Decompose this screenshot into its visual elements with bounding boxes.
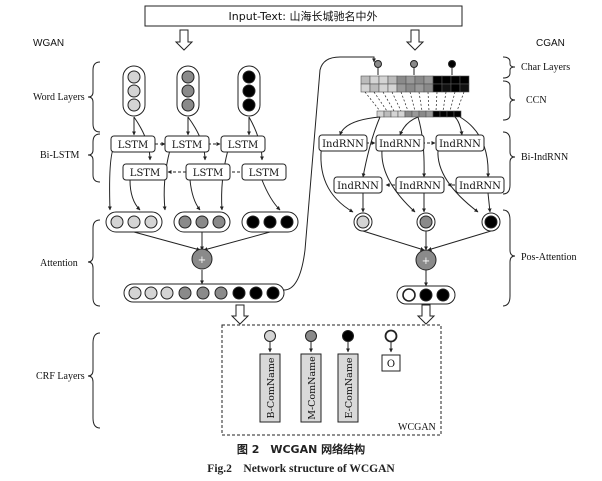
input-arrow-right bbox=[405, 29, 425, 51]
indrnn-backward-3: IndRNN bbox=[455, 176, 505, 194]
lstm-label: LSTM bbox=[172, 140, 202, 151]
lstm-label: LSTM bbox=[228, 140, 258, 151]
crf-box-label: WCGAN bbox=[398, 422, 436, 433]
word-layer-dark bbox=[237, 65, 261, 117]
lstm-forward-3: LSTM bbox=[220, 135, 266, 153]
lstm-label: LSTM bbox=[118, 140, 148, 151]
indrnn-backward-1: IndRNN bbox=[333, 176, 383, 194]
indrnn-label: IndRNN bbox=[322, 139, 364, 150]
input-arrow-left bbox=[174, 29, 194, 51]
pos-attention-label: Pos-Attention bbox=[521, 252, 577, 263]
lstm-backward-2: LSTM bbox=[185, 163, 231, 181]
word-layer-light bbox=[122, 65, 146, 117]
word-layer-mid bbox=[176, 65, 200, 117]
lstm-forward-1: LSTM bbox=[110, 135, 156, 153]
lstm-backward-3: LSTM bbox=[241, 163, 287, 181]
crf-layers-label: CRF Layers bbox=[36, 371, 85, 382]
right-braces bbox=[502, 56, 516, 307]
indrnn-backward-2: IndRNN bbox=[395, 176, 445, 194]
indrnn-forward-1: IndRNN bbox=[318, 134, 368, 152]
ccn-grid bbox=[360, 75, 470, 93]
pos-attention-connections bbox=[362, 230, 492, 287]
crf-arrow-left bbox=[230, 304, 250, 325]
input-text-box bbox=[144, 5, 463, 27]
attention-output bbox=[123, 283, 285, 303]
crf-tag-o: O bbox=[381, 329, 401, 372]
input-text: Input-Text: 山海长城驰名中外 bbox=[229, 9, 378, 23]
attention-sum-node: + bbox=[191, 248, 213, 270]
attention-input-light bbox=[105, 211, 163, 233]
wgan-to-cgan-connector bbox=[283, 56, 376, 291]
attention-input-dark bbox=[241, 211, 299, 233]
lstm-label: LSTM bbox=[130, 168, 160, 179]
pos-attention-output bbox=[396, 285, 456, 305]
figure-caption-en: Fig.2 Network structure of WCGAN bbox=[207, 463, 395, 475]
indrnn-label: IndRNN bbox=[439, 139, 481, 150]
pos-attention-op: + bbox=[422, 256, 430, 267]
crf-tag-e-label: E-ComName bbox=[344, 357, 355, 418]
attention-input-mid bbox=[173, 211, 231, 233]
pos-attention-inputs bbox=[353, 212, 501, 232]
indrnn-label: IndRNN bbox=[379, 139, 421, 150]
lstm-label: LSTM bbox=[193, 168, 223, 179]
lstm-backward-1: LSTM bbox=[122, 163, 168, 181]
word-layers-label: Word Layers bbox=[33, 92, 85, 103]
indrnn-label: IndRNN bbox=[399, 181, 441, 192]
crf-tag-m-label: M-ComName bbox=[307, 356, 318, 420]
lstm-label: LSTM bbox=[249, 168, 279, 179]
crf-tag-b-label: B-ComName bbox=[266, 357, 277, 418]
bi-indrnn-label: Bi-IndRNN bbox=[521, 152, 568, 163]
left-braces bbox=[87, 61, 101, 429]
indrnn-label: IndRNN bbox=[337, 181, 379, 192]
bilstm-label: Bi-LSTM bbox=[40, 150, 80, 161]
cgan-title: CGAN bbox=[536, 38, 565, 49]
lstm-forward-2: LSTM bbox=[164, 135, 210, 153]
indrnn-forward-2: IndRNN bbox=[375, 134, 425, 152]
indrnn-label: IndRNN bbox=[459, 181, 501, 192]
ccn-feature-row bbox=[376, 110, 462, 118]
ccn-convolution-lines bbox=[364, 91, 465, 112]
figure-caption-cn: 图 2 WCGAN 网络结构 bbox=[236, 443, 366, 456]
crf-arrow-right bbox=[416, 304, 436, 325]
crf-tag-m: M-ComName bbox=[300, 330, 322, 423]
indrnn-forward-3: IndRNN bbox=[435, 134, 485, 152]
crf-box bbox=[221, 324, 442, 436]
crf-tag-e: E-ComName bbox=[337, 330, 359, 423]
indrnn-connections bbox=[320, 116, 492, 213]
attention-label: Attention bbox=[40, 258, 78, 269]
attention-connections bbox=[133, 231, 271, 285]
crf-tag-b: B-ComName bbox=[259, 330, 281, 423]
crf-tag-o-label: O bbox=[387, 359, 395, 370]
char-layer-nodes bbox=[374, 60, 456, 75]
ccn-label: CCN bbox=[526, 95, 547, 106]
attention-op: + bbox=[198, 255, 206, 266]
pos-attention-sum-node: + bbox=[415, 249, 437, 271]
wgan-title: WGAN bbox=[33, 38, 64, 49]
char-layers-label: Char Layers bbox=[521, 62, 570, 73]
